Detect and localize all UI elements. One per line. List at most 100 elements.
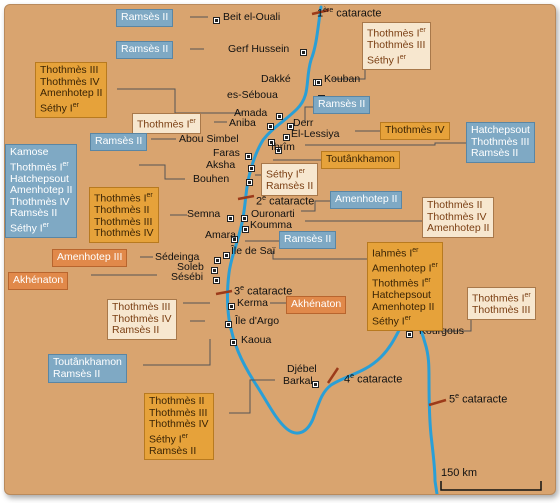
ruler-name: Ramsès II [10, 207, 58, 219]
ruler-name: Amenhotep II [40, 87, 103, 99]
ruler-name: Ramsès II [318, 98, 366, 110]
ruler-box-abou-simbel: Ramsès II [90, 133, 148, 151]
ruler-name: Séthy Ier [149, 432, 188, 445]
cataract-label-3: 3e cataracte [234, 285, 293, 298]
cataract-bar-2 [237, 194, 255, 201]
site-beit-el-ouali: Beit el-Ouali [223, 11, 281, 23]
site-sedeinga: Sédeinga [155, 251, 200, 263]
scale-bar [440, 481, 542, 491]
site-faras: Faras [213, 147, 240, 159]
cataract-label-2: 2e cataracte [256, 195, 315, 208]
site-ibrim: Ibrîm [271, 141, 295, 153]
ruler-name: Thothmès II [94, 204, 150, 216]
site-marker-icon [228, 303, 235, 310]
ruler-box-kerma-akhenaton: Akhénaton [286, 296, 347, 314]
ruler-name: Thothmès IV [427, 210, 487, 223]
ruler-name: Thothmès III [149, 406, 208, 419]
ruler-name: Thothmès Ier [472, 292, 531, 305]
ruler-box-aniba: Thothmès Ier [132, 113, 201, 134]
ruler-name: Amenhotep III [57, 251, 123, 263]
ruler-name: Thothmès III [472, 304, 531, 316]
ruler-name: Ramsès II [95, 135, 143, 147]
ruler-name: Séthy Ier [367, 53, 406, 66]
connector-line [139, 164, 185, 180]
site-koumma: Koumma [250, 219, 293, 231]
site-marker-icon [315, 79, 322, 86]
ruler-name: Ramsès II [149, 444, 197, 457]
ruler-name: Amenhotep II [372, 300, 435, 313]
site-el-lessiya: El-Lessiya [291, 128, 340, 140]
connector-line [229, 379, 275, 414]
site-marker-icon [248, 165, 255, 172]
cataract-label-5: 5e cataracte [449, 393, 508, 406]
site-gerf-hussein: Gerf Hussein [228, 43, 290, 55]
site-aksha: Aksha [206, 159, 236, 171]
ruler-name: Thothmès Ier [137, 118, 196, 131]
ruler-name: Thothmès III [40, 64, 99, 76]
ruler-name: Thothmès Ier [367, 27, 426, 40]
site-marker-icon [214, 257, 221, 264]
ruler-box-sedeinga: Amenhotep III [52, 249, 128, 267]
connector-line [143, 339, 211, 366]
ruler-name: Thothmès IV [94, 227, 154, 239]
ruler-box-ouronarti: Amenhotep II [330, 191, 403, 209]
ruler-name: Séthy Ier [10, 221, 49, 234]
ruler-name: Thothmès II [149, 395, 205, 407]
scale-label: 150 km [441, 467, 478, 479]
site-marker-icon [223, 252, 230, 259]
ruler-name: Thothmès IV [40, 75, 100, 88]
site-marker-icon [245, 153, 252, 160]
ruler-box-el-lessiya: Thothmès IV [380, 122, 450, 140]
ruler-name: Amenhotep Ier [372, 262, 438, 275]
site-derr: Derr [293, 117, 314, 129]
cataract-label-4: 4e cataracte [344, 373, 403, 386]
site-kouban: Kouban [324, 73, 361, 85]
ruler-name: Ramsès II [284, 233, 332, 245]
site-amara: Amara [205, 229, 236, 241]
ruler-name: Ramsès II [112, 324, 160, 336]
site-marker-icon [275, 147, 282, 154]
site-kaoua: Kaoua [241, 334, 272, 346]
ruler-name: Thothmès III [471, 135, 530, 148]
connector-line [117, 88, 243, 114]
ruler-name: Amenhotep II [10, 184, 73, 196]
map-frame: Beit el-Ouali Gerf Hussein Dakké Kouban … [4, 4, 556, 495]
ruler-name: Hatchepsout [471, 124, 530, 136]
site-kerma: Kerma [237, 297, 268, 309]
ruler-name: Amenhotep II [427, 222, 490, 234]
site-marker-icon [268, 139, 275, 146]
ruler-box-gerf-hussein: Ramsès II [116, 41, 174, 59]
ruler-name: Séthy Ier [372, 315, 411, 328]
site-marker-icon [213, 277, 220, 284]
ruler-box-derr: Ramsès II [313, 96, 371, 114]
cataract-bar-5 [428, 398, 447, 407]
site-marker-icon [287, 123, 294, 130]
ruler-box-sesebi: Akhénaton [8, 272, 69, 290]
site-djebel: Djébel [287, 363, 317, 375]
ruler-name: Thothmès Ier [372, 277, 431, 290]
ruler-box-faras-toutankhamon: Toutânkhamon [321, 151, 400, 169]
ruler-name: Kamose [10, 146, 49, 158]
ruler-name: Thothmès IV [385, 124, 445, 136]
site-marker-icon [231, 236, 238, 243]
ruler-name: Hatchepsout [372, 289, 431, 301]
site-marker-icon [246, 179, 253, 186]
site-ouronarti: Ouronarti [251, 208, 295, 220]
site-marker-icon [283, 134, 290, 141]
ruler-box-amara: Ramsès II [279, 231, 337, 249]
site-dakke: Dakké [261, 73, 291, 85]
ruler-name: Amenhotep II [335, 193, 398, 205]
site-barkal: Barkal [283, 375, 313, 387]
site-soleb: Soleb [177, 261, 204, 273]
ruler-name: Toutânkhamon [326, 153, 395, 165]
site-abou-simbel: Abou Simbel [179, 133, 239, 145]
